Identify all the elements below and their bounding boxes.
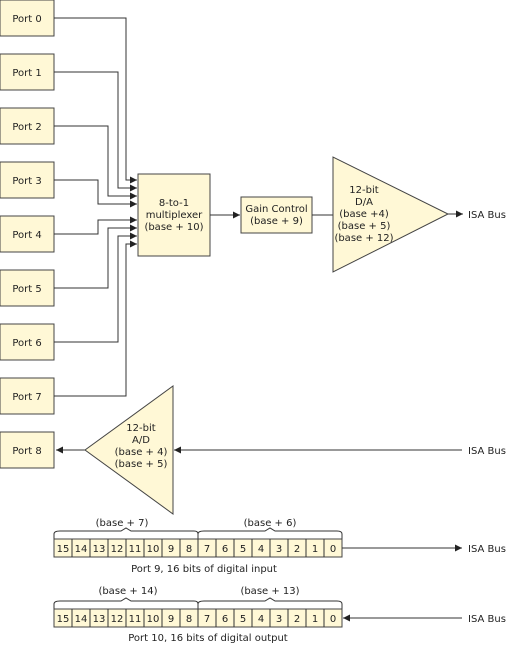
- port-0-box: Port 0: [0, 0, 55, 37]
- port-2-box: Port 2: [0, 107, 55, 145]
- reg10-caption: Port 10, 16 bits of digital output: [128, 633, 288, 644]
- da-line-2: D/A: [355, 197, 373, 208]
- isa-bus-label-ad: ISA Bus: [468, 446, 506, 457]
- port-10-register: (base + 14) (base + 13) 15 14 13 12 11 1…: [53, 586, 343, 644]
- bit-cell: 8: [186, 614, 192, 625]
- port-4-box: Port 4: [0, 215, 55, 253]
- bit-cell: 13: [93, 544, 106, 555]
- bit-cell: 9: [168, 544, 174, 555]
- bit-cell: 2: [294, 614, 300, 625]
- multiplexer-box: 8-to-1 multiplexer (base + 10): [137, 173, 211, 257]
- bit-cell: 10: [147, 614, 160, 625]
- port-1-label: Port 1: [12, 68, 41, 79]
- ad-converter: 12-bit A/D (base + 4) (base + 5): [84, 385, 174, 515]
- ad-line-1: 12-bit: [126, 423, 155, 434]
- port-8-box: Port 8: [0, 431, 55, 469]
- bit-cell: 6: [222, 614, 228, 625]
- wire-port-2: [54, 125, 137, 200]
- mux-line-3: (base + 10): [144, 222, 203, 233]
- da-line-4: (base + 5): [338, 221, 391, 232]
- wire-port-5: [54, 224, 137, 289]
- port-1-box: Port 1: [0, 53, 55, 91]
- gain-line-1: Gain Control: [245, 204, 307, 215]
- brace-low-byte: [197, 597, 343, 609]
- port-5-label: Port 5: [12, 284, 41, 295]
- bit-cell: 1: [312, 544, 318, 555]
- port-7-label: Port 7: [12, 392, 41, 403]
- bit-cell: 3: [276, 614, 282, 625]
- gain-line-2: (base + 9): [250, 216, 303, 227]
- input-ports: Port 0 Port 1 Port 2 Port 3 Port 4 Port …: [0, 0, 55, 415]
- da-line-5: (base + 12): [334, 233, 393, 244]
- bit-cell: 10: [147, 544, 160, 555]
- wire-port-1: [54, 71, 137, 192]
- bit-cell: 8: [186, 544, 192, 555]
- brace-high-byte: [53, 527, 199, 539]
- mux-line-2: multiplexer: [146, 210, 203, 221]
- port-4-label: Port 4: [12, 230, 41, 241]
- reg10-dividers: [71, 609, 325, 627]
- bit-cell: 9: [168, 614, 174, 625]
- reg10-bits: 15 14 13 12 11 10 9 8 7 6 5 4 3 2 1 0: [57, 614, 337, 625]
- port-3-label: Port 3: [12, 176, 41, 187]
- brace-high-byte: [53, 597, 199, 609]
- port-3-box: Port 3: [0, 161, 55, 199]
- port-2-label: Port 2: [12, 122, 41, 133]
- bit-cell: 0: [330, 614, 336, 625]
- reg9-caption: Port 9, 16 bits of digital input: [131, 564, 277, 575]
- bit-cell: 14: [75, 544, 88, 555]
- bit-cell: 11: [129, 614, 142, 625]
- mux-line-1: 8-to-1: [159, 198, 189, 209]
- ad-line-2: A/D: [132, 435, 150, 446]
- port-0-label: Port 0: [12, 14, 41, 25]
- bit-cell: 3: [276, 544, 282, 555]
- wire-port-3: [54, 179, 137, 208]
- bit-cell: 13: [93, 614, 106, 625]
- isa-bus-label-reg10: ISA Bus: [468, 614, 506, 625]
- bit-cell: 15: [57, 614, 70, 625]
- port-6-box: Port 6: [0, 323, 55, 361]
- port-9-register: (base + 7) (base + 6) 15 14 13 12 11 10 …: [53, 518, 343, 575]
- reg10-low-label: (base + 13): [240, 586, 299, 597]
- bit-cell: 7: [204, 614, 210, 625]
- bit-cell: 4: [258, 614, 264, 625]
- wire-port-4: [54, 216, 137, 235]
- bit-cell: 14: [75, 614, 88, 625]
- bit-cell: 1: [312, 614, 318, 625]
- brace-low-byte: [197, 527, 343, 539]
- bit-cell: 5: [240, 544, 246, 555]
- bit-cell: 12: [111, 544, 124, 555]
- wire-port-0: [54, 17, 137, 184]
- bit-cell: 6: [222, 544, 228, 555]
- ad-line-3: (base + 4): [115, 447, 168, 458]
- port-7-box: Port 7: [0, 377, 55, 415]
- bit-cell: 2: [294, 544, 300, 555]
- reg9-dividers: [71, 539, 325, 557]
- wire-port-7: [54, 240, 137, 397]
- isa-bus-label-reg9: ISA Bus: [468, 544, 506, 555]
- da-line-3: (base +4): [339, 209, 389, 220]
- bit-cell: 7: [204, 544, 210, 555]
- ad-line-4: (base + 5): [115, 459, 168, 470]
- da-line-1: 12-bit: [349, 185, 378, 196]
- wire-port-6: [54, 232, 137, 343]
- da-converter: 12-bit D/A (base +4) (base + 5) (base + …: [332, 156, 450, 273]
- reg9-high-label: (base + 7): [96, 518, 149, 529]
- bit-cell: 0: [330, 544, 336, 555]
- port-6-label: Port 6: [12, 338, 41, 349]
- reg9-low-label: (base + 6): [244, 518, 297, 529]
- bit-cell: 11: [129, 544, 142, 555]
- port-8-label: Port 8: [12, 446, 41, 457]
- bit-cell: 5: [240, 614, 246, 625]
- bit-cell: 4: [258, 544, 264, 555]
- port-5-box: Port 5: [0, 269, 55, 307]
- bit-cell: 12: [111, 614, 124, 625]
- isa-bus-label-da: ISA Bus: [468, 210, 506, 221]
- bit-cell: 15: [57, 544, 70, 555]
- reg9-bits: 15 14 13 12 11 10 9 8 7 6 5 4 3 2 1 0: [57, 544, 337, 555]
- port-wires: [54, 17, 137, 397]
- reg10-high-label: (base + 14): [98, 586, 157, 597]
- gain-control-box: Gain Control (base + 9): [240, 196, 313, 234]
